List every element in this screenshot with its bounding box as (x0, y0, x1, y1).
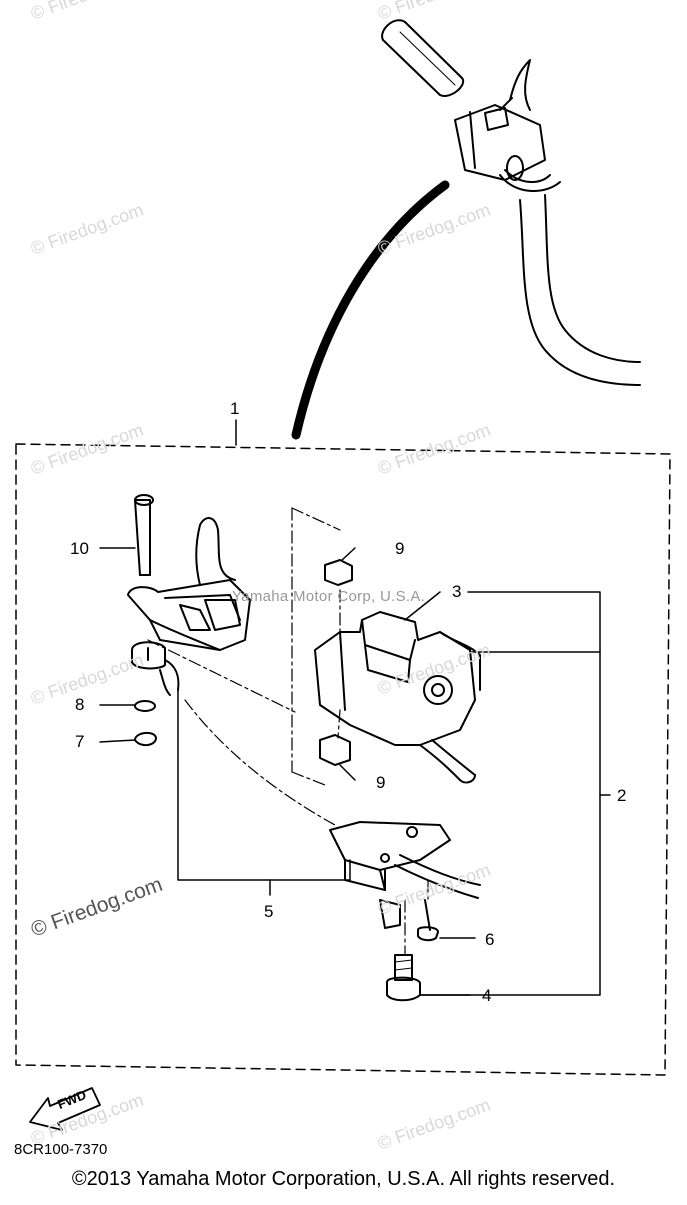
callout-4: 4 (482, 986, 492, 1005)
callout-curve (291, 180, 450, 440)
small-switch (329, 821, 481, 1002)
handlebar-illustration (381, 19, 641, 386)
callout-10: 10 (70, 539, 89, 558)
fwd-arrow-icon (29, 1087, 101, 1131)
leader-lines (99, 547, 611, 996)
callout-3: 3 (452, 582, 462, 601)
callout-9-lower: 9 (376, 773, 386, 792)
callout-2: 2 (617, 786, 627, 805)
copyright-notice: ©2013 Yamaha Motor Corporation, U.S.A. A… (71, 1168, 616, 1190)
nut-upper (324, 559, 353, 586)
callout-9-upper: 9 (395, 539, 405, 558)
lever-assembly (127, 494, 251, 746)
callout-6: 6 (485, 930, 495, 949)
callout-7: 7 (75, 732, 85, 751)
callout-5: 5 (264, 902, 274, 921)
callout-1: 1 (230, 399, 240, 418)
assembly-boundary (15, 443, 671, 1076)
switch-body (314, 611, 481, 784)
inline-brand-text: Yamaha Motor Corp, U.S.A. (232, 588, 426, 605)
guide-lines (147, 507, 429, 956)
nut-lower (319, 734, 351, 766)
diagram-code: 8CR100-7370 (14, 1141, 108, 1158)
callout-8: 8 (75, 695, 85, 714)
